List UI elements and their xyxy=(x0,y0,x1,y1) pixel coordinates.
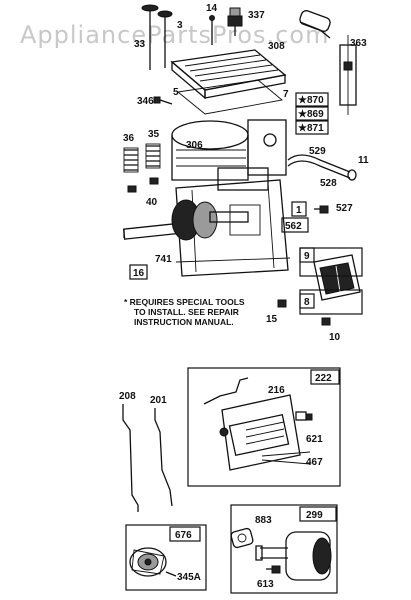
cylinder-block xyxy=(171,119,291,277)
label-345a: 345A xyxy=(177,572,201,583)
control-bracket xyxy=(219,394,311,471)
box-222 xyxy=(310,369,340,385)
label-16: 16 xyxy=(133,268,145,279)
governor-link-208 xyxy=(122,404,139,512)
box-562 xyxy=(281,217,309,233)
valve-left xyxy=(141,4,159,70)
screw-527 xyxy=(314,205,329,214)
label-7: 7 xyxy=(283,89,289,100)
screw-10 xyxy=(321,317,331,326)
spark-plug-boot xyxy=(299,10,357,115)
governor-link-201 xyxy=(154,408,173,507)
label-3: 3 xyxy=(177,20,183,31)
label-201: 201 xyxy=(150,395,167,406)
label-741: 741 xyxy=(155,254,172,265)
box-8 xyxy=(299,293,315,309)
governor-link-216 xyxy=(203,377,249,405)
label-33: 33 xyxy=(134,39,146,50)
label-40: 40 xyxy=(146,197,158,208)
label-10: 10 xyxy=(329,332,341,343)
box-16 xyxy=(129,264,148,280)
label-9: 9 xyxy=(304,251,310,262)
label-1: 1 xyxy=(296,205,302,216)
label-467: 467 xyxy=(306,457,323,468)
label-5: 5 xyxy=(173,87,179,98)
box-222-frame xyxy=(187,367,341,487)
note-line3: INSTRUCTION MANUAL. xyxy=(134,317,234,327)
box-676 xyxy=(169,526,201,542)
muffler-gasket xyxy=(230,527,254,549)
label-35: 35 xyxy=(148,129,160,140)
watermark: AppliancePartsPros.com xyxy=(20,21,329,49)
label-222: 222 xyxy=(315,373,332,384)
box-299 xyxy=(299,506,337,522)
note-line1: * REQUIRES SPECIAL TOOLS xyxy=(124,297,245,307)
valve-spring-36 xyxy=(123,147,139,173)
label-870: ★870 xyxy=(298,95,324,106)
label-14: 14 xyxy=(206,3,218,14)
valve-spring-35 xyxy=(145,143,161,169)
screw-613 xyxy=(266,565,281,574)
box-9 xyxy=(299,247,315,263)
label-613: 613 xyxy=(257,579,274,590)
box-1 xyxy=(291,201,307,217)
label-299: 299 xyxy=(306,510,323,521)
label-36: 36 xyxy=(123,133,135,144)
label-15: 15 xyxy=(266,314,278,325)
label-216: 216 xyxy=(268,385,285,396)
label-528: 528 xyxy=(320,178,337,189)
label-8: 8 xyxy=(304,297,310,308)
label-871: ★871 xyxy=(298,123,324,134)
box-299-frame xyxy=(230,504,338,594)
head-gasket xyxy=(176,79,284,115)
label-337: 337 xyxy=(248,10,265,21)
crankshaft xyxy=(122,199,249,241)
screw-15 xyxy=(277,299,287,308)
label-562: 562 xyxy=(285,221,302,232)
keeper-40 xyxy=(127,177,159,193)
label-346: 346 xyxy=(137,96,154,107)
label-621: 621 xyxy=(306,434,323,445)
label-363: 363 xyxy=(350,38,367,49)
label-869: ★869 xyxy=(298,109,324,120)
bolt-346 xyxy=(153,96,173,105)
label-883: 883 xyxy=(255,515,272,526)
label-11: 11 xyxy=(358,155,369,166)
spark-plug xyxy=(227,7,243,36)
label-208: 208 xyxy=(119,391,136,402)
valve-right xyxy=(157,10,173,68)
label-676: 676 xyxy=(175,530,192,541)
starter-cup xyxy=(129,547,177,577)
label-529: 529 xyxy=(309,146,326,157)
clip-621 xyxy=(295,411,313,421)
box-869 xyxy=(295,106,329,121)
label-306: 306 xyxy=(186,140,203,151)
breather-tube xyxy=(287,154,357,181)
box-676-frame xyxy=(125,524,207,591)
box-870 xyxy=(295,92,329,107)
label-308: 308 xyxy=(268,41,285,52)
breather-assembly xyxy=(313,254,361,301)
muffler xyxy=(255,531,332,581)
label-527: 527 xyxy=(336,203,353,214)
cylinder-head xyxy=(170,49,287,100)
note-line2: TO INSTALL. SEE REPAIR xyxy=(134,307,239,317)
pin-14 xyxy=(209,15,215,45)
box-871 xyxy=(295,120,329,135)
